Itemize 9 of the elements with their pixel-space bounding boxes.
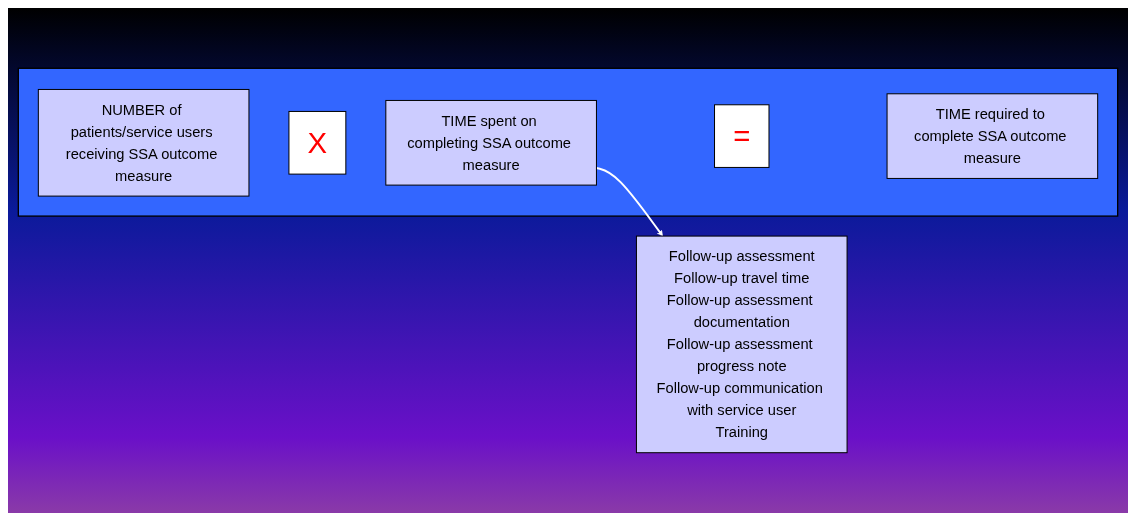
cluster — [17, 67, 1119, 217]
diagram-background: NUMBER of patients/service users receiving SSA outcome measure X TIME spent on completing SSA outcome measure = TIME required to complete SSA outcome measure Follow-up assessment Follow-up travel time Follow-up assessment documentation Follow-up assessment progress note Follow-up communication with service user Training — [8, 8, 1128, 513]
node-box — [886, 93, 1099, 179]
node-box — [37, 88, 250, 197]
arrow — [595, 167, 663, 237]
node-box — [288, 110, 347, 175]
node-box — [635, 235, 848, 454]
node-box — [714, 104, 770, 168]
node-box — [385, 99, 597, 186]
